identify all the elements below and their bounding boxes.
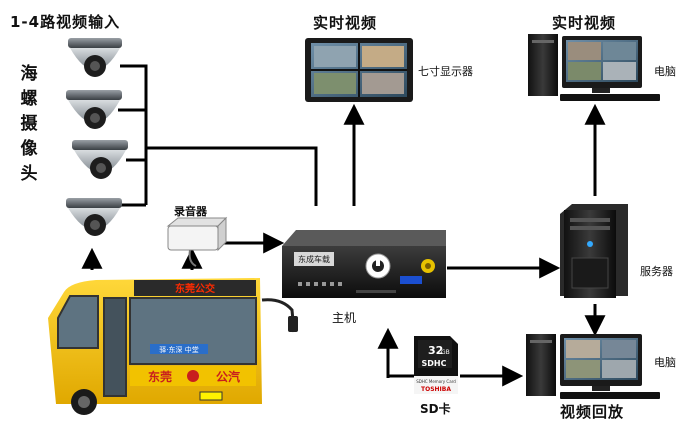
sd-capacity-text: 32 [428,344,443,357]
bus: 东莞公交 驿·东深 中堂 东莞 公汽 [48,278,298,415]
sd-card: 32 GB SDHC SDHC Memory Card TOSHIBA [414,336,458,394]
playback-label: 视频回放 [560,403,625,421]
cameras-side-label: 海螺摄像头 [20,64,38,184]
pc-bottom-label: 电脑 [654,356,676,369]
dome-camera-1 [68,38,122,77]
top-computer [528,34,660,101]
dvr-host: 东成车载 [282,230,446,298]
dome-camera-3 [72,140,128,179]
bus-sign-text: 东莞公交 [175,282,215,295]
dome-camera-2 [66,90,122,129]
bottom-computer [526,334,660,399]
connector-lines [81,64,606,387]
bus-destination-text: 东莞 [148,369,172,384]
host-label: 主机 [332,311,357,325]
server-tower [560,204,628,298]
sd-unit-text: GB [441,349,450,356]
sd-brand-text: TOSHIBA [421,386,451,393]
seven-inch-monitor [305,38,413,102]
sd-sub-text: SDHC Memory Card [416,379,456,384]
sd-card-label: SD卡 [420,402,451,416]
pc-top-label: 电脑 [654,65,676,78]
live-view-pc-label: 实时视频 [552,14,617,32]
audio-recorder [166,216,228,267]
dvr-badge-text: 东成车载 [298,254,330,264]
bus-route-text: 驿·东深 中堂 [159,345,198,354]
monitor-7in-label: 七寸显示器 [418,65,473,78]
live-view-monitor-label: 实时视频 [313,14,378,32]
sd-type-text: SDHC [422,359,447,368]
dome-camera-4 [66,198,122,236]
server-label: 服务器 [640,265,673,278]
recorder-label: 录音器 [174,205,207,218]
cameras-title: 1-4路视频输入 [10,13,121,31]
bus-company-text: 公汽 [216,369,240,384]
